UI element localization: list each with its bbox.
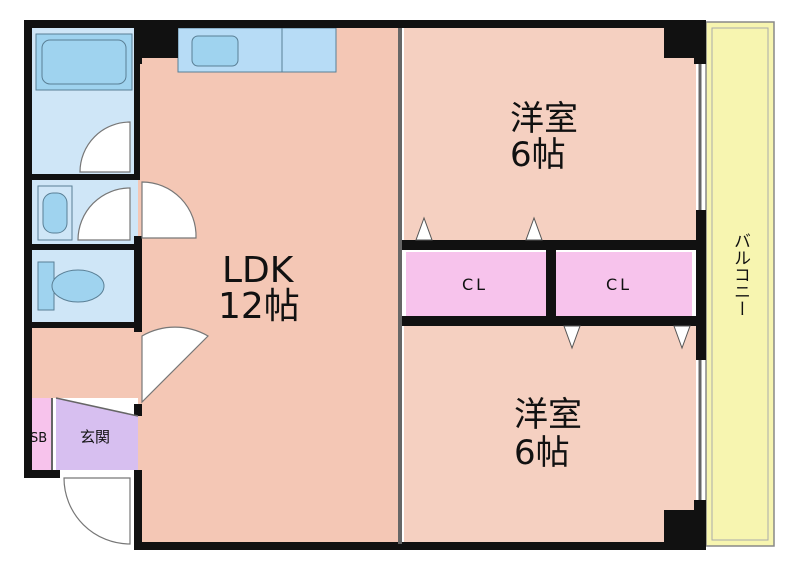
door-wash-inner	[77, 187, 131, 241]
shoe-box-label: SB	[30, 431, 47, 446]
entrance-label: 玄関	[80, 428, 110, 446]
ldk-size: 12帖	[218, 286, 300, 327]
wall-right-mid	[696, 210, 706, 360]
corner-top-left	[136, 24, 178, 58]
toilet-bowl	[51, 269, 105, 303]
wall-closet-bottom	[398, 316, 698, 326]
closet-right-floor	[556, 252, 692, 316]
partitions	[51, 28, 702, 544]
wall-ldk-left-mid	[134, 236, 142, 332]
walls	[24, 20, 706, 550]
closet-marks	[415, 216, 691, 350]
fixtures	[35, 27, 337, 311]
wall-closet-divider	[546, 248, 556, 318]
door-washroom	[141, 181, 197, 239]
wall-closet-top	[398, 240, 698, 250]
wall-bottom	[134, 542, 706, 550]
bedroom-south-size: 6帖	[514, 433, 570, 473]
corner-bottom-right	[664, 510, 698, 544]
balcony-label: バルコニー	[730, 232, 750, 317]
wall-bath-ldk	[134, 60, 140, 180]
ldk-floor	[138, 28, 400, 543]
doors	[63, 121, 209, 545]
wall-entrance-bottom	[24, 470, 60, 478]
door-entrance	[63, 477, 131, 545]
wall-ldk-left-lower	[134, 470, 142, 550]
bathtub-inner	[41, 39, 127, 85]
washbasin-bowl	[42, 192, 68, 234]
closet-mark-3	[563, 325, 581, 350]
door-toilet	[141, 326, 209, 404]
entrance-step	[55, 397, 139, 417]
balcony-floor	[706, 22, 774, 546]
wall-top-left	[24, 20, 142, 28]
closet-right-label: CL	[606, 275, 632, 294]
closet-mark-4	[673, 325, 691, 350]
shoe-box-floor	[30, 398, 52, 470]
bedroom-north-floor	[404, 28, 696, 240]
bedroom-north-name: 洋室	[510, 99, 578, 139]
hall-floor	[30, 326, 138, 398]
wall-top	[138, 20, 706, 28]
bedroom-south-floor	[404, 324, 696, 544]
wall-toilet-hall	[24, 322, 138, 328]
balcony-inner-border	[711, 27, 769, 541]
closet-left-floor	[406, 252, 546, 316]
wall-ldk-left-low2	[134, 404, 142, 416]
ldk-name: LDK	[222, 250, 295, 291]
closet-left-label: CL	[462, 275, 488, 294]
kitchen-sink	[191, 35, 239, 67]
bedroom-south-name: 洋室	[514, 395, 582, 435]
closet-mark-1	[415, 216, 433, 241]
entrance-floor	[56, 398, 138, 470]
corner-top-right	[664, 24, 698, 58]
closet-mark-2	[525, 216, 543, 241]
wall-wash-toilet	[24, 244, 138, 250]
wall-bath-wash	[24, 174, 138, 180]
door-bath	[79, 121, 131, 173]
bedroom-north-size: 6帖	[510, 135, 566, 175]
